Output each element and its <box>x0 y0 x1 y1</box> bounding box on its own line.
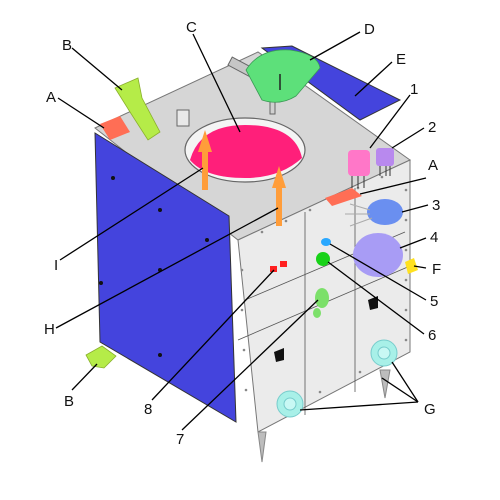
label-6: 6 <box>428 327 436 344</box>
component-1 <box>348 150 370 188</box>
leg-spike-left <box>257 431 267 463</box>
label-f: F <box>432 261 441 278</box>
component-6 <box>316 252 330 266</box>
label-a-right: A <box>428 157 438 174</box>
leg-spike-right <box>379 369 391 399</box>
nozzle-g-left <box>276 390 304 418</box>
label-8: 8 <box>144 401 152 418</box>
label-2: 2 <box>428 119 436 136</box>
label-d: D <box>364 21 375 38</box>
label-3: 3 <box>432 197 440 214</box>
leader-lines <box>55 31 429 431</box>
black-fittings <box>274 296 378 362</box>
label-a-left: A <box>46 89 56 106</box>
component-5 <box>321 238 331 246</box>
component-4 <box>353 233 403 277</box>
component-7 <box>313 288 329 318</box>
solar-panel-left <box>94 132 237 423</box>
dish <box>190 125 302 178</box>
label-b-top: B <box>62 37 72 54</box>
label-c: C <box>186 19 197 36</box>
component-2 <box>376 148 394 176</box>
label-4: 4 <box>430 229 438 246</box>
sensor-f <box>405 258 418 274</box>
label-g: G <box>424 401 436 418</box>
solar-panel-left-holes <box>99 176 209 357</box>
nozzle-g-right <box>370 339 398 367</box>
label-7: 7 <box>176 431 184 448</box>
label-h: H <box>44 321 55 338</box>
label-i: I <box>54 257 58 274</box>
arrow-h-marker <box>272 166 286 226</box>
diagram-labels: B A C D E 1 2 A 3 4 F 5 6 G 7 8 H I B <box>44 19 441 448</box>
label-e: E <box>396 51 406 68</box>
thruster-b-bottom <box>85 345 117 369</box>
sensor-a-left <box>100 116 130 140</box>
antenna-d <box>227 49 321 115</box>
component-3 <box>345 199 403 227</box>
thruster-b-top <box>114 77 161 141</box>
top-small-box <box>176 109 190 127</box>
arrow-i-marker <box>198 130 212 190</box>
sensor-a-right <box>325 188 362 206</box>
label-1: 1 <box>410 81 418 98</box>
component-8 <box>270 261 287 272</box>
label-b-bottom: B <box>64 393 74 410</box>
label-5: 5 <box>430 293 438 310</box>
